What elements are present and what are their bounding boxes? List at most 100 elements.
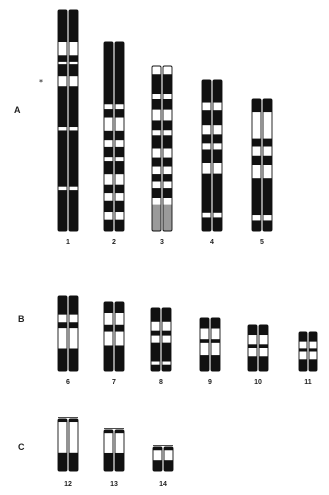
chromosome-band <box>58 349 67 372</box>
chromosome-band <box>200 318 209 329</box>
chromosome-band <box>115 430 124 433</box>
chromosome-band <box>263 147 272 156</box>
chromatid-right <box>115 42 124 231</box>
chromosome-band <box>163 74 172 94</box>
chromosome-9 <box>200 318 220 371</box>
chromosome-band <box>252 156 261 165</box>
chromosome-band <box>115 345 124 371</box>
chromosome-band <box>213 80 222 103</box>
chromosome-band <box>58 42 67 55</box>
chromosome-band <box>309 352 317 360</box>
chromatid-right <box>69 296 78 371</box>
chromosome-band <box>58 453 67 471</box>
chromosome-band <box>58 419 67 422</box>
chromosome-band <box>115 118 124 131</box>
chromosome-band <box>152 99 161 110</box>
chromatid-left <box>153 447 162 471</box>
chromosome-band <box>153 447 162 450</box>
chromosome-band <box>213 103 222 111</box>
chromosome-8 <box>151 308 171 371</box>
chromosome-band <box>115 220 124 231</box>
chromosome-band <box>69 187 78 190</box>
chromosome-band <box>211 329 220 340</box>
chromatid-right <box>259 325 268 371</box>
chromosome-number-10: 10 <box>243 379 273 386</box>
chromosome-band <box>213 110 222 125</box>
chromatid-left <box>248 325 257 371</box>
chromosome-band <box>259 325 268 335</box>
chromosome-band <box>152 120 161 130</box>
chromatid-right <box>115 430 124 471</box>
chromosome-band <box>58 62 67 64</box>
chromosome-number-5: 5 <box>247 239 277 246</box>
chromosome-band <box>115 109 124 118</box>
chromosome-band <box>248 356 257 371</box>
chromosome-band <box>259 356 268 371</box>
chromosome-band <box>69 328 78 348</box>
chromosome-band <box>151 336 160 343</box>
chromatid-left <box>58 419 67 471</box>
chromosome-band <box>153 460 162 471</box>
chromosome-band <box>58 130 67 186</box>
chromosome-band <box>69 64 78 76</box>
chromosome-band <box>152 205 161 231</box>
chromosome-band <box>263 99 272 112</box>
chromosome-band <box>69 190 78 231</box>
chromosome-band <box>162 336 171 343</box>
chromosome-band <box>115 104 124 109</box>
chromosome-band <box>104 220 113 231</box>
chromosome-band <box>58 187 67 190</box>
chromatid-right <box>213 80 222 231</box>
chromosome-number-6: 6 <box>53 379 83 386</box>
chromosome-band <box>104 212 113 220</box>
chromosome-band <box>309 359 317 371</box>
chromosome-band <box>152 66 161 74</box>
chromatid-left <box>202 80 211 231</box>
chromosome-band <box>213 213 222 218</box>
chromosome-band <box>299 352 307 360</box>
chromosome-4 <box>202 80 222 231</box>
chromosome-10 <box>248 325 268 371</box>
chromosome-band <box>104 302 113 313</box>
chromosome-band <box>200 343 209 355</box>
chromosome-band <box>104 147 113 157</box>
chromosome-band <box>69 42 78 55</box>
chromosome-band <box>69 55 78 62</box>
chromosome-number-8: 8 <box>146 379 176 386</box>
chromatid-right <box>162 308 171 371</box>
chromosome-band <box>69 127 78 130</box>
chromosome-band <box>152 158 161 167</box>
chromosome-band <box>104 345 113 371</box>
chromosome-band <box>163 174 172 181</box>
chromosome-band <box>202 125 211 134</box>
chromosome-band <box>299 332 307 342</box>
chromosome-band <box>200 339 209 343</box>
chromosome-band <box>252 99 261 112</box>
chromosome-band <box>151 362 160 365</box>
chromatid-left <box>200 318 209 371</box>
chromosome-band <box>104 185 113 194</box>
chromatid-right <box>263 99 272 231</box>
group-label-c: C <box>18 443 25 452</box>
chromosome-band <box>213 163 222 174</box>
chromatid-right <box>69 419 78 471</box>
chromosome-band <box>152 174 161 181</box>
chromosome-band <box>163 130 172 135</box>
chromosome-band <box>58 86 67 127</box>
chromatid-left <box>58 10 67 231</box>
chromosome-number-12: 12 <box>53 481 83 488</box>
chromosome-2 <box>104 42 124 231</box>
chromosome-band <box>252 165 261 178</box>
chromosome-band <box>115 157 124 161</box>
chromosome-band <box>162 331 171 336</box>
chromosome-band <box>115 302 124 313</box>
chromatid-right <box>115 302 124 371</box>
chromosome-band <box>104 433 113 453</box>
chromosome-band <box>163 205 172 231</box>
chromosome-band <box>248 348 257 356</box>
chromosome-band <box>115 161 124 174</box>
chromosome-band <box>104 118 113 131</box>
chromosome-band <box>163 110 172 121</box>
chromosome-band <box>202 163 211 174</box>
